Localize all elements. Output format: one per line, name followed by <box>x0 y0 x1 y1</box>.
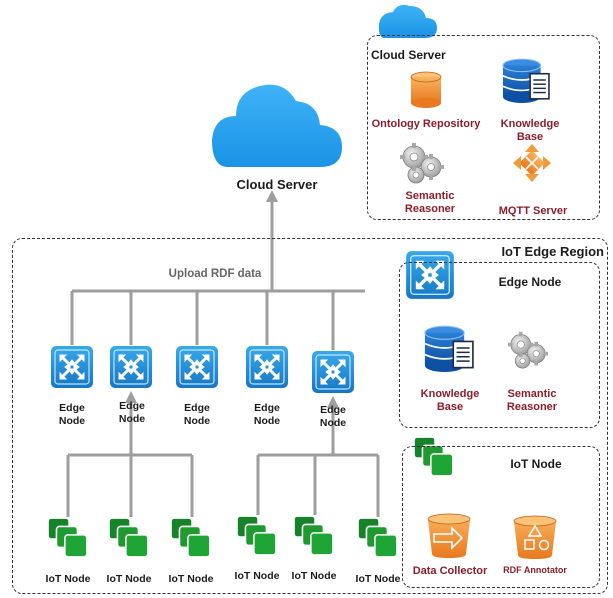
mqtt-icon <box>513 144 551 182</box>
cloud-panel-icon <box>378 4 437 38</box>
cloud-server-label: Cloud Server <box>236 177 318 192</box>
iot-edge-region-title: IoT Edge Region <box>501 244 604 259</box>
data-collector-label: Data Collector <box>412 565 488 577</box>
cloud-server-panel <box>367 35 600 220</box>
knowledge-base-label: Knowledge Base <box>500 118 560 144</box>
edge-node-panel-title: Edge Node <box>498 275 562 289</box>
cloud-panel-title: Cloud Server <box>371 48 446 62</box>
iot-edge-region <box>12 238 608 594</box>
ontology-repository-label: Ontology Repository <box>371 118 481 130</box>
rdf-annotator-icon <box>513 515 557 559</box>
upload-connector <box>70 190 365 350</box>
semantic-reasoner-label: Semantic Reasoner <box>404 190 456 216</box>
rdf-annotator-label: RDF Annotator <box>503 565 567 575</box>
edge-node-panel <box>399 262 600 428</box>
ontology-repository-icon <box>410 71 442 108</box>
iot-node-label: IoT Node <box>291 570 337 582</box>
iot-node-label: IoT Node <box>106 573 152 585</box>
iot-node-panel-title: IoT Node <box>510 457 562 471</box>
edge-semantic-reasoner-label: Semantic Reasoner <box>506 388 558 414</box>
iot-connectors <box>66 391 380 517</box>
iot-node-label: IoT Node <box>355 573 401 585</box>
iot-node-label: IoT Node <box>45 573 91 585</box>
iot-node-label: IoT Node <box>234 570 280 582</box>
iot-node-panel <box>402 446 600 588</box>
upload-rdf-label: Upload RDF data <box>168 268 262 280</box>
iot-node-label: IoT Node <box>168 573 214 585</box>
cloud-server-icon <box>212 84 342 167</box>
mqtt-server-label: MQTT Server <box>498 205 568 217</box>
edge-knowledge-base-label: Knowledge Base <box>420 388 480 414</box>
data-collector-icon <box>427 513 471 558</box>
